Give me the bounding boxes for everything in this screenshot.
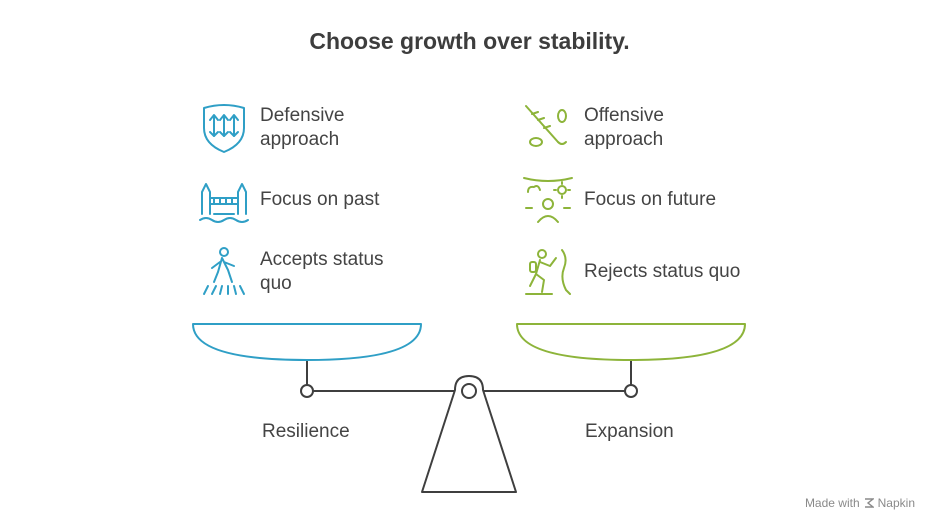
castle-bridge-icon xyxy=(199,183,249,223)
left-item-label: Defensive approach xyxy=(260,105,345,150)
left-pan-label: Resilience xyxy=(262,421,350,442)
napkin-logo-icon xyxy=(864,498,874,508)
left-pan xyxy=(192,323,422,361)
right-pan-label: Expansion xyxy=(585,421,674,442)
left-item-label: Focus on past xyxy=(260,189,380,210)
napkin-watermark: Made with Napkin xyxy=(805,496,915,510)
left-item-defensive: Defensive approach xyxy=(198,102,420,154)
left-item-status-quo: Accepts status quo xyxy=(198,246,420,298)
right-pan xyxy=(516,323,746,361)
climbing-person-icon xyxy=(525,249,571,295)
right-item-label: Focus on future xyxy=(584,189,717,210)
made-with-text: Made with xyxy=(804,496,860,510)
shield-arrows-icon xyxy=(203,104,245,153)
plant-sprout-icon xyxy=(525,105,567,147)
right-item-label: Rejects status quo xyxy=(584,261,741,282)
walking-person-icon xyxy=(203,247,245,295)
fulcrum-pivot xyxy=(461,383,477,399)
left-pivot xyxy=(300,384,314,398)
right-pivot xyxy=(624,384,638,398)
left-item-label: Accepts status quo xyxy=(260,249,384,294)
diagram-title: Choose growth over stability. xyxy=(309,28,630,54)
left-item-past: Focus on past xyxy=(198,174,420,226)
person-sun-icon xyxy=(523,177,573,223)
napkin-brand: Napkin xyxy=(877,496,915,510)
right-item-future: Focus on future xyxy=(522,174,744,226)
right-item-label: Offensive approach xyxy=(584,105,664,150)
right-item-status-quo: Rejects status quo xyxy=(522,246,744,298)
right-item-offensive: Offensive approach xyxy=(522,102,744,154)
fulcrum xyxy=(421,375,517,493)
